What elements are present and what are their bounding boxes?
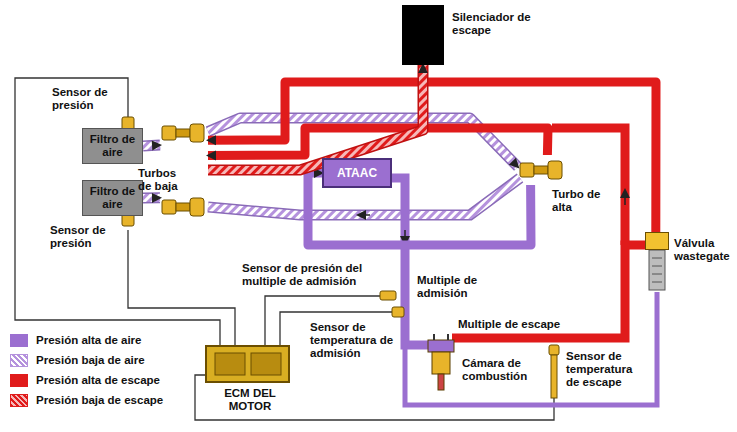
component-label: Filtro de aire (83, 133, 142, 159)
intake-manifold (392, 178, 432, 345)
legend-text: Presión alta de escape (36, 374, 160, 386)
part-label: Sensor de presión del multiple de admisi… (242, 262, 376, 288)
part-label: Multiple de admisión (417, 274, 497, 300)
legend-text: Presión alta de aire (36, 334, 141, 346)
component-box: ECM DEL MOTOR (205, 345, 290, 383)
component-label: Filtro de aire (83, 185, 142, 211)
pipe-connector (208, 65, 423, 170)
ecm-detail (207, 347, 288, 381)
component-box: Válvula wastegate (645, 232, 669, 250)
pipe-connector (208, 82, 656, 232)
component-box: ATAAC (322, 158, 392, 188)
component-label: ATAAC (334, 167, 380, 180)
legend-item: Presión baja de escape (10, 392, 163, 408)
legend-text: Presión baja de aire (36, 354, 145, 366)
legend-swatch (10, 374, 28, 387)
part-label: Cámara de combustión (462, 357, 546, 383)
legend-item: Presión alta de escape (10, 372, 160, 388)
turbo-symbol (518, 155, 560, 185)
legend-swatch (10, 354, 28, 367)
legend-swatch (10, 394, 28, 407)
component-box: Filtro de aire (82, 180, 143, 216)
sensor (122, 117, 559, 398)
component-label: Turbos de baja (138, 167, 190, 193)
wastegate-line (405, 292, 657, 405)
pipe-connector (143, 197, 160, 198)
part-label: Multiple de escape (458, 318, 588, 331)
wastegate-actuator (649, 250, 665, 290)
component-box: Silenciador de escape (402, 5, 444, 65)
legend-text: Presión baja de escape (36, 394, 163, 406)
exhaust-pipe (552, 128, 625, 245)
component-label: Turbo de alta (552, 188, 610, 214)
exhaust-manifold (452, 245, 645, 338)
component-box: Filtro de aire (82, 128, 143, 164)
component-label: Silenciador de escape (452, 11, 544, 37)
legend-item: Presión alta de aire (10, 332, 141, 348)
part-label: Sensor de temperatura de admisión (310, 321, 400, 360)
component-label: ECM DEL MOTOR (219, 387, 281, 413)
combustion-chamber (428, 334, 454, 390)
part-label: Sensor de temperatura de escape (566, 350, 644, 389)
part-label: Sensor de presión (52, 86, 120, 112)
legend-swatch (10, 334, 28, 347)
legend-item: Presión baja de aire (10, 352, 145, 368)
pipe-connector (143, 145, 160, 146)
part-label: Sensor de presión (50, 224, 120, 250)
component-box: Turbos de baja (160, 122, 208, 218)
component-box: Turbo de alta (518, 155, 560, 185)
component-label: Válvula wastegate (674, 237, 737, 263)
